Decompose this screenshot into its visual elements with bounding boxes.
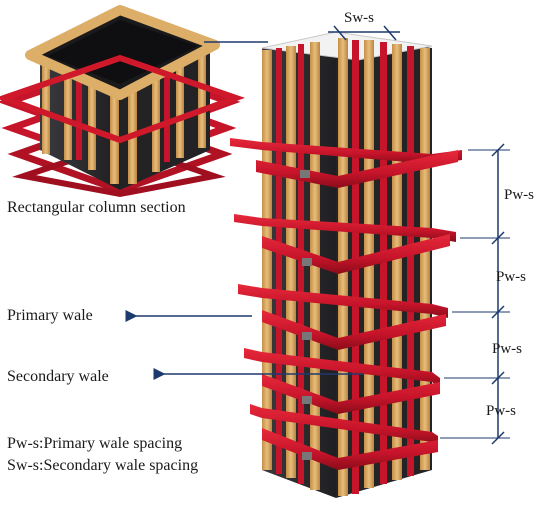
wale-level-3 [238,284,448,350]
pw-s-label-1: Pw-s [504,187,535,203]
pw-s-dimension [440,143,510,445]
section-timbers [42,34,206,184]
wale-level-1 [230,138,462,188]
column-section-view [0,5,246,198]
primary-wales [230,138,462,470]
section-caption: Rectangular column section [7,199,186,216]
sw-s-label: Sw-s [344,10,375,26]
legend-secondary-spacing: Sw-s:Secondary wale spacing [7,457,199,474]
pw-s-label-4: Pw-s [486,403,517,419]
primary-wale-label: Primary wale [7,307,93,324]
wale-level-2 [234,214,456,274]
sw-s-dimension [328,25,400,41]
wale-level-5 [250,404,438,470]
main-column [230,31,462,498]
secondary-wale-label: Secondary wale [7,368,109,385]
pw-s-label-3: Pw-s [492,341,523,357]
wale-level-4 [244,348,440,414]
legend-primary-spacing: Pw-s:Primary wale spacing [7,435,183,452]
pw-s-label-2: Pw-s [496,269,527,285]
